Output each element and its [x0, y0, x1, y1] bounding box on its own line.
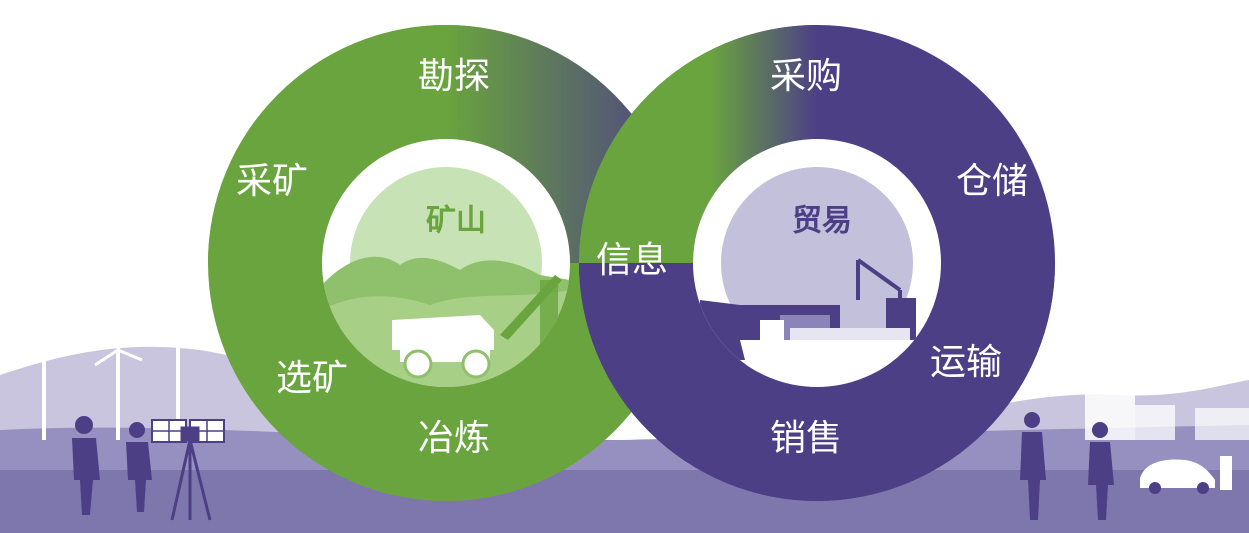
trade-ring-top-left-arc	[579, 25, 817, 263]
businesswoman-icon	[1020, 412, 1114, 520]
mine-center-label: 矿山	[426, 204, 486, 239]
stage-label-procurement: 采购	[770, 56, 842, 97]
mine-inner-scene	[322, 167, 570, 387]
worker-icon	[72, 416, 152, 515]
stage-label-mining: 采矿	[236, 161, 308, 202]
stage-label-beneficiation: 选矿	[276, 358, 348, 399]
stage-label-transportation: 运输	[930, 342, 1002, 383]
trade-ring-bottom-arc	[579, 263, 1055, 501]
cargo-ship-icon	[740, 320, 925, 372]
stage-label-warehousing: 仓储	[956, 161, 1028, 202]
trade-center-label: 贸易	[792, 204, 852, 239]
mine-ring-top-arc	[208, 25, 684, 263]
background-scenery	[0, 299, 1249, 533]
trade-inner-scene	[700, 167, 925, 372]
mining-truck-icon	[392, 315, 494, 379]
survey-tripod-icon	[170, 426, 212, 521]
stage-label-exploration: 勘探	[418, 56, 490, 97]
link-label-information: 信息	[596, 240, 668, 281]
stage-label-sales: 销售	[770, 418, 842, 459]
charging-station-icon	[1220, 456, 1232, 490]
stage-label-smelting: 冶炼	[418, 418, 490, 459]
electric-car-icon	[1140, 459, 1215, 494]
